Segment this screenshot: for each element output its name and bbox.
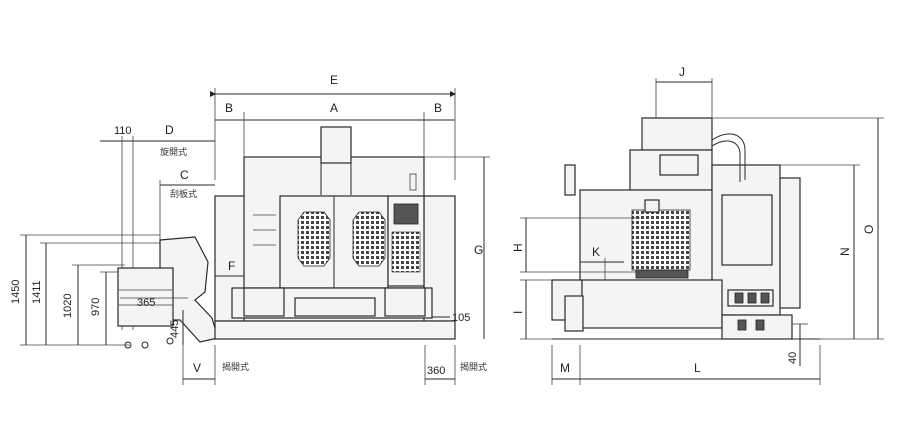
label-e: E: [330, 73, 338, 87]
side-machine-body: [551, 117, 820, 340]
label-d: D: [165, 123, 174, 137]
note-type4: 揭開式: [460, 361, 487, 373]
dimension-40: 40: [787, 323, 808, 366]
dimension-heights-left: 1450 1411 1020 970: [10, 234, 160, 346]
label-a: A: [330, 101, 338, 115]
label-365: 365: [137, 297, 155, 309]
label-110: 110: [114, 125, 132, 137]
dimension-j: J: [655, 65, 713, 120]
label-m: M: [560, 361, 570, 375]
label-v: V: [193, 361, 201, 375]
dimension-h: H: [511, 217, 640, 273]
label-c: C: [180, 168, 189, 182]
dimension-v: V 揭開式: [182, 345, 249, 385]
dimension-b-a-b: B A B: [215, 101, 455, 160]
label-o: O: [862, 225, 876, 234]
dimension-g: G: [424, 156, 490, 339]
dimension-k: K: [580, 245, 624, 280]
label-b-right: B: [434, 101, 442, 115]
label-105: 105: [452, 312, 470, 324]
label-j: J: [679, 65, 685, 79]
label-f: F: [228, 259, 235, 273]
dimension-o: O: [712, 117, 884, 340]
label-1411: 1411: [31, 280, 43, 304]
note-type3: 揭開式: [222, 361, 249, 373]
dimension-360: 360 揭開式: [424, 345, 487, 385]
note-type2: 刮板式: [170, 188, 197, 200]
label-n: N: [838, 247, 852, 256]
label-g: G: [474, 243, 483, 257]
label-1450: 1450: [10, 280, 22, 304]
label-h: H: [511, 243, 525, 252]
dimension-c: C 刮板式: [159, 168, 215, 240]
dimension-e: E: [210, 73, 456, 180]
dimension-i: I: [511, 279, 552, 340]
label-40: 40: [787, 352, 799, 364]
label-970: 970: [90, 298, 102, 316]
label-445: 445: [169, 320, 181, 338]
dimension-f: F: [215, 259, 244, 277]
label-360: 360: [427, 365, 445, 377]
label-1020: 1020: [62, 294, 74, 318]
dimension-n: N: [780, 164, 860, 339]
note-type1: 旋開式: [160, 146, 187, 158]
side-view: J: [511, 65, 884, 385]
chip-conveyor: 365 445: [117, 236, 219, 349]
label-l: L: [694, 361, 701, 375]
dimension-m-l: M L: [551, 345, 821, 385]
label-b-left: B: [225, 101, 233, 115]
label-i: I: [511, 311, 525, 314]
machine-body: [214, 126, 456, 340]
front-view: E B A B 110 D 旋開式 C 刮板式: [10, 73, 490, 385]
dimension-105: 105: [432, 312, 470, 324]
label-k: K: [592, 245, 600, 259]
